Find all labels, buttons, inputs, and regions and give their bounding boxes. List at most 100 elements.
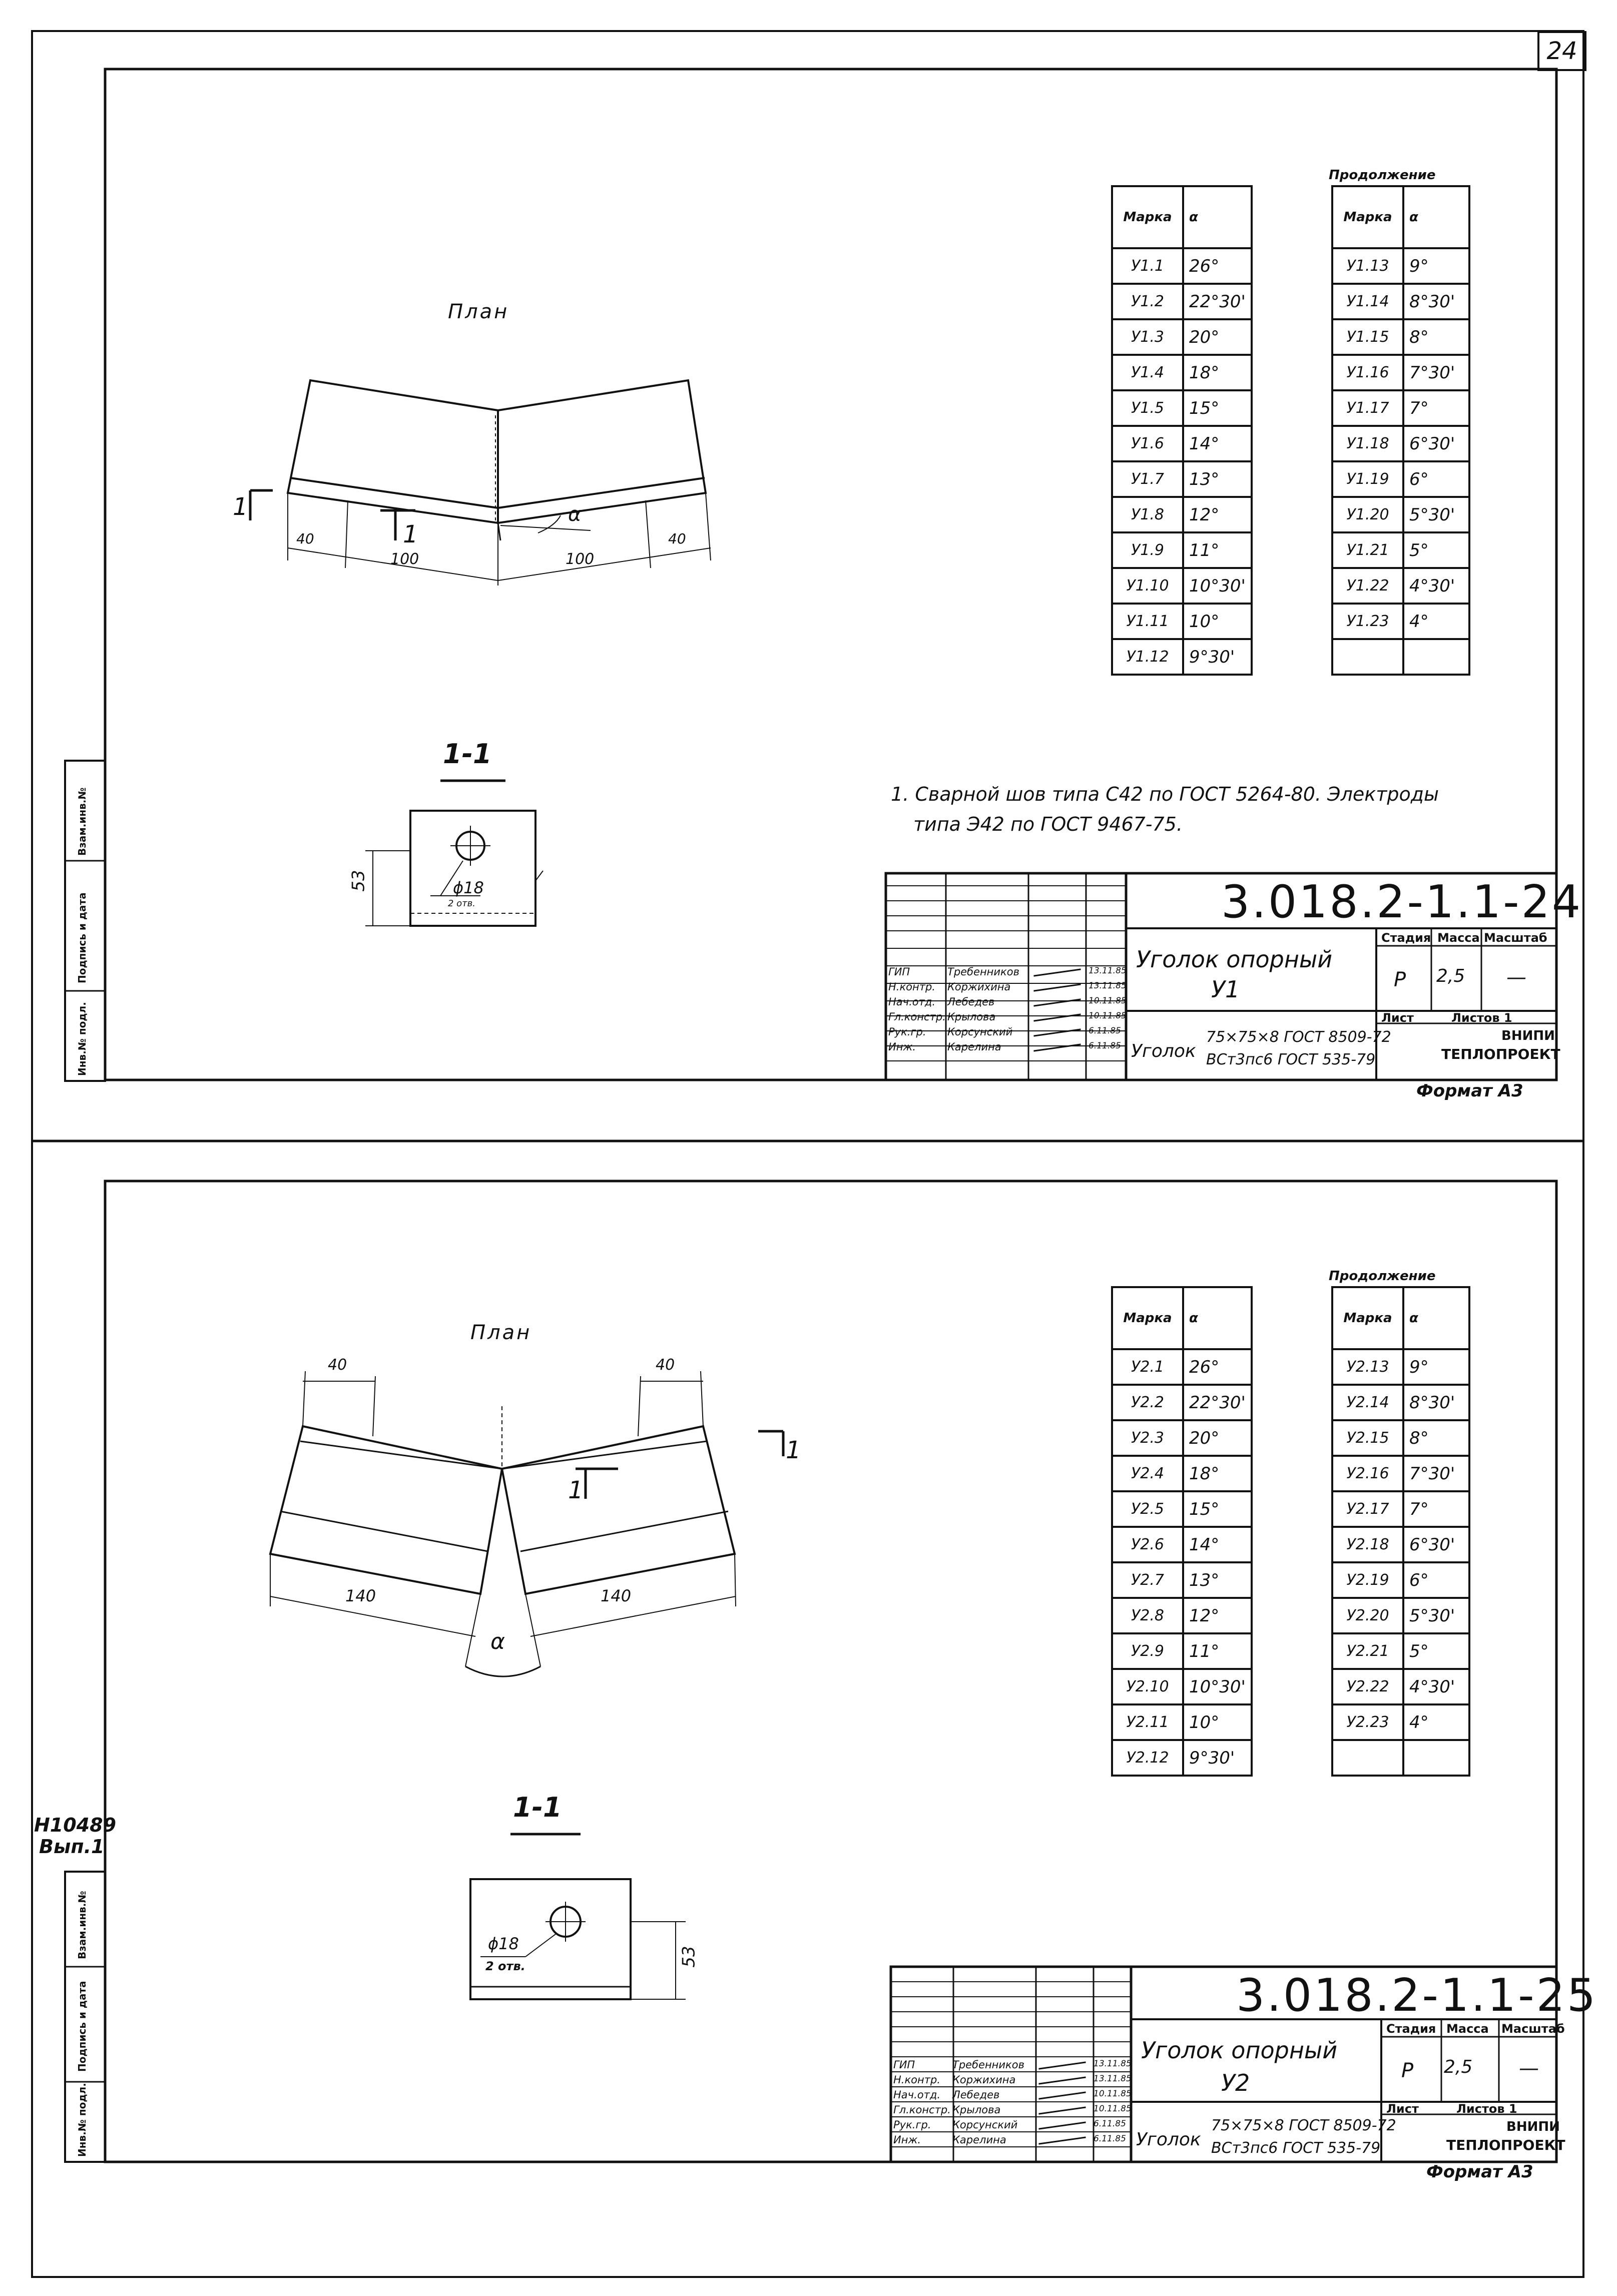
signature-scribble	[1033, 983, 1081, 992]
title-block-rows-1	[886, 885, 1126, 1061]
cell-mark: У2.19	[1331, 1561, 1404, 1599]
cell-mark: У2.1	[1111, 1348, 1184, 1386]
cell-angle: 4°30'	[1402, 567, 1470, 605]
cell-mark: У1.23	[1331, 603, 1404, 640]
cell-mark: У1.19	[1331, 460, 1404, 498]
format-label-1: Формат А3	[1416, 1081, 1523, 1101]
cell-angle: 18°	[1182, 1455, 1253, 1492]
header-scale-1: Масштаб	[1484, 931, 1547, 945]
dim-u2-right-long: 140	[601, 1586, 632, 1605]
cell-angle: 13°	[1182, 1561, 1253, 1599]
signer-date: 13.11.85	[1094, 2074, 1132, 2084]
cell-mark: У2.2	[1111, 1384, 1184, 1421]
title-line-2b: У2	[1221, 2069, 1250, 2096]
signer-role: Гл.констр.	[888, 1011, 946, 1023]
signer-name: Крылова	[952, 2104, 1001, 2116]
cell-mark: У1.11	[1111, 603, 1184, 640]
cell-mark	[1331, 1739, 1404, 1777]
side-label-replace: Взам.инв.№	[76, 787, 88, 856]
cell-mark: У2.17	[1331, 1490, 1404, 1528]
section-label-2: 1-1	[513, 1792, 562, 1823]
cell-mark: У2.3	[1111, 1419, 1184, 1457]
cell-mark: У1.13	[1331, 247, 1404, 285]
cell-angle: 18°	[1182, 354, 1253, 391]
mass-value-1: 2,5	[1436, 966, 1465, 986]
scale-value-1: —	[1506, 966, 1526, 989]
cell-mark: У1.14	[1331, 283, 1404, 320]
section-mark-u2-right: 1	[786, 1436, 801, 1464]
side-label-replace-2: Взам.инв.№	[76, 1891, 88, 1959]
signer-name: Корсунский	[947, 1026, 1013, 1038]
document-code-1: 3.018.2-1.1-24	[1221, 876, 1583, 928]
side-label-inv-2: Инв.№ подл.	[76, 2083, 88, 2157]
cell-mark: У2.12	[1111, 1739, 1184, 1777]
org-line-1a: ВНИПИ	[1501, 1028, 1555, 1043]
mass-value-2: 2,5	[1444, 2057, 1473, 2077]
signer-date: 10.11.85	[1094, 2104, 1132, 2114]
cell-angle: 22°30'	[1182, 1384, 1253, 1421]
cell-mark: У1.15	[1331, 318, 1404, 356]
cell-mark: У2.13	[1331, 1348, 1404, 1386]
signer-date: 13.11.85	[1094, 2059, 1132, 2069]
cell-mark: У1.18	[1331, 425, 1404, 462]
sheet-number: 24	[1537, 31, 1586, 71]
cell-angle: 22°30'	[1182, 283, 1253, 320]
title-line-2: У1	[1211, 976, 1240, 1003]
cell-angle: 14°	[1182, 1526, 1253, 1563]
cell-mark: У2.8	[1111, 1597, 1184, 1634]
signature-scribble	[1033, 998, 1081, 1007]
table-header-mark: Марка	[1331, 185, 1404, 249]
cell-angle: 6°	[1402, 460, 1470, 498]
cell-mark: У1.10	[1111, 567, 1184, 605]
signature-scribble	[1038, 2136, 1086, 2145]
section-u1	[365, 779, 544, 927]
scale-value-2: —	[1519, 2057, 1539, 2080]
continuation-label-2: Продолжение	[1329, 1269, 1436, 1284]
dim-u1-right-edge: 40	[668, 530, 686, 547]
cell-angle: 5°	[1402, 531, 1470, 569]
cell-angle: 4°	[1402, 603, 1470, 640]
title-line-2a: Уголок опорный	[1141, 2037, 1338, 2064]
cell-angle: 10°	[1182, 1703, 1253, 1741]
dim-u2-hole: ϕ18	[488, 1934, 519, 1953]
cell-mark: У1.20	[1331, 496, 1404, 533]
cell-angle: 12°	[1182, 496, 1253, 533]
header-stage-1: Стадия	[1381, 931, 1431, 945]
cell-mark: У1.9	[1111, 531, 1184, 569]
cell-mark: У1.21	[1331, 531, 1404, 569]
side-label-sign: Подпись и дата	[76, 892, 88, 983]
cell-mark: У2.4	[1111, 1455, 1184, 1492]
header-scale-2: Масштаб	[1501, 2022, 1565, 2036]
signer-role: Нач.отд.	[893, 2089, 941, 2101]
signer-name: Карелина	[947, 1041, 1001, 1053]
dim-u1-left-edge: 40	[296, 530, 314, 547]
format-label-2: Формат А3	[1426, 2162, 1533, 2182]
cell-mark: У2.6	[1111, 1526, 1184, 1563]
signer-name: Требенников	[952, 2059, 1024, 2071]
signer-date: 6.11.85	[1094, 2134, 1126, 2144]
cell-angle: 4°30'	[1402, 1668, 1470, 1705]
signature-scribble	[1033, 968, 1081, 977]
table-header-angle: α	[1182, 1286, 1253, 1350]
material-line-2b: ВСт3пс6 ГОСТ 535-79	[1211, 2139, 1381, 2157]
signer-name: Коржихина	[952, 2074, 1016, 2086]
sheets-label-2: Листов 1	[1456, 2102, 1517, 2116]
cell-mark: У2.15	[1331, 1419, 1404, 1457]
org-line-2b: ТЕПЛОПРОЕКТ	[1446, 2137, 1565, 2153]
cell-angle: 15°	[1182, 389, 1253, 427]
